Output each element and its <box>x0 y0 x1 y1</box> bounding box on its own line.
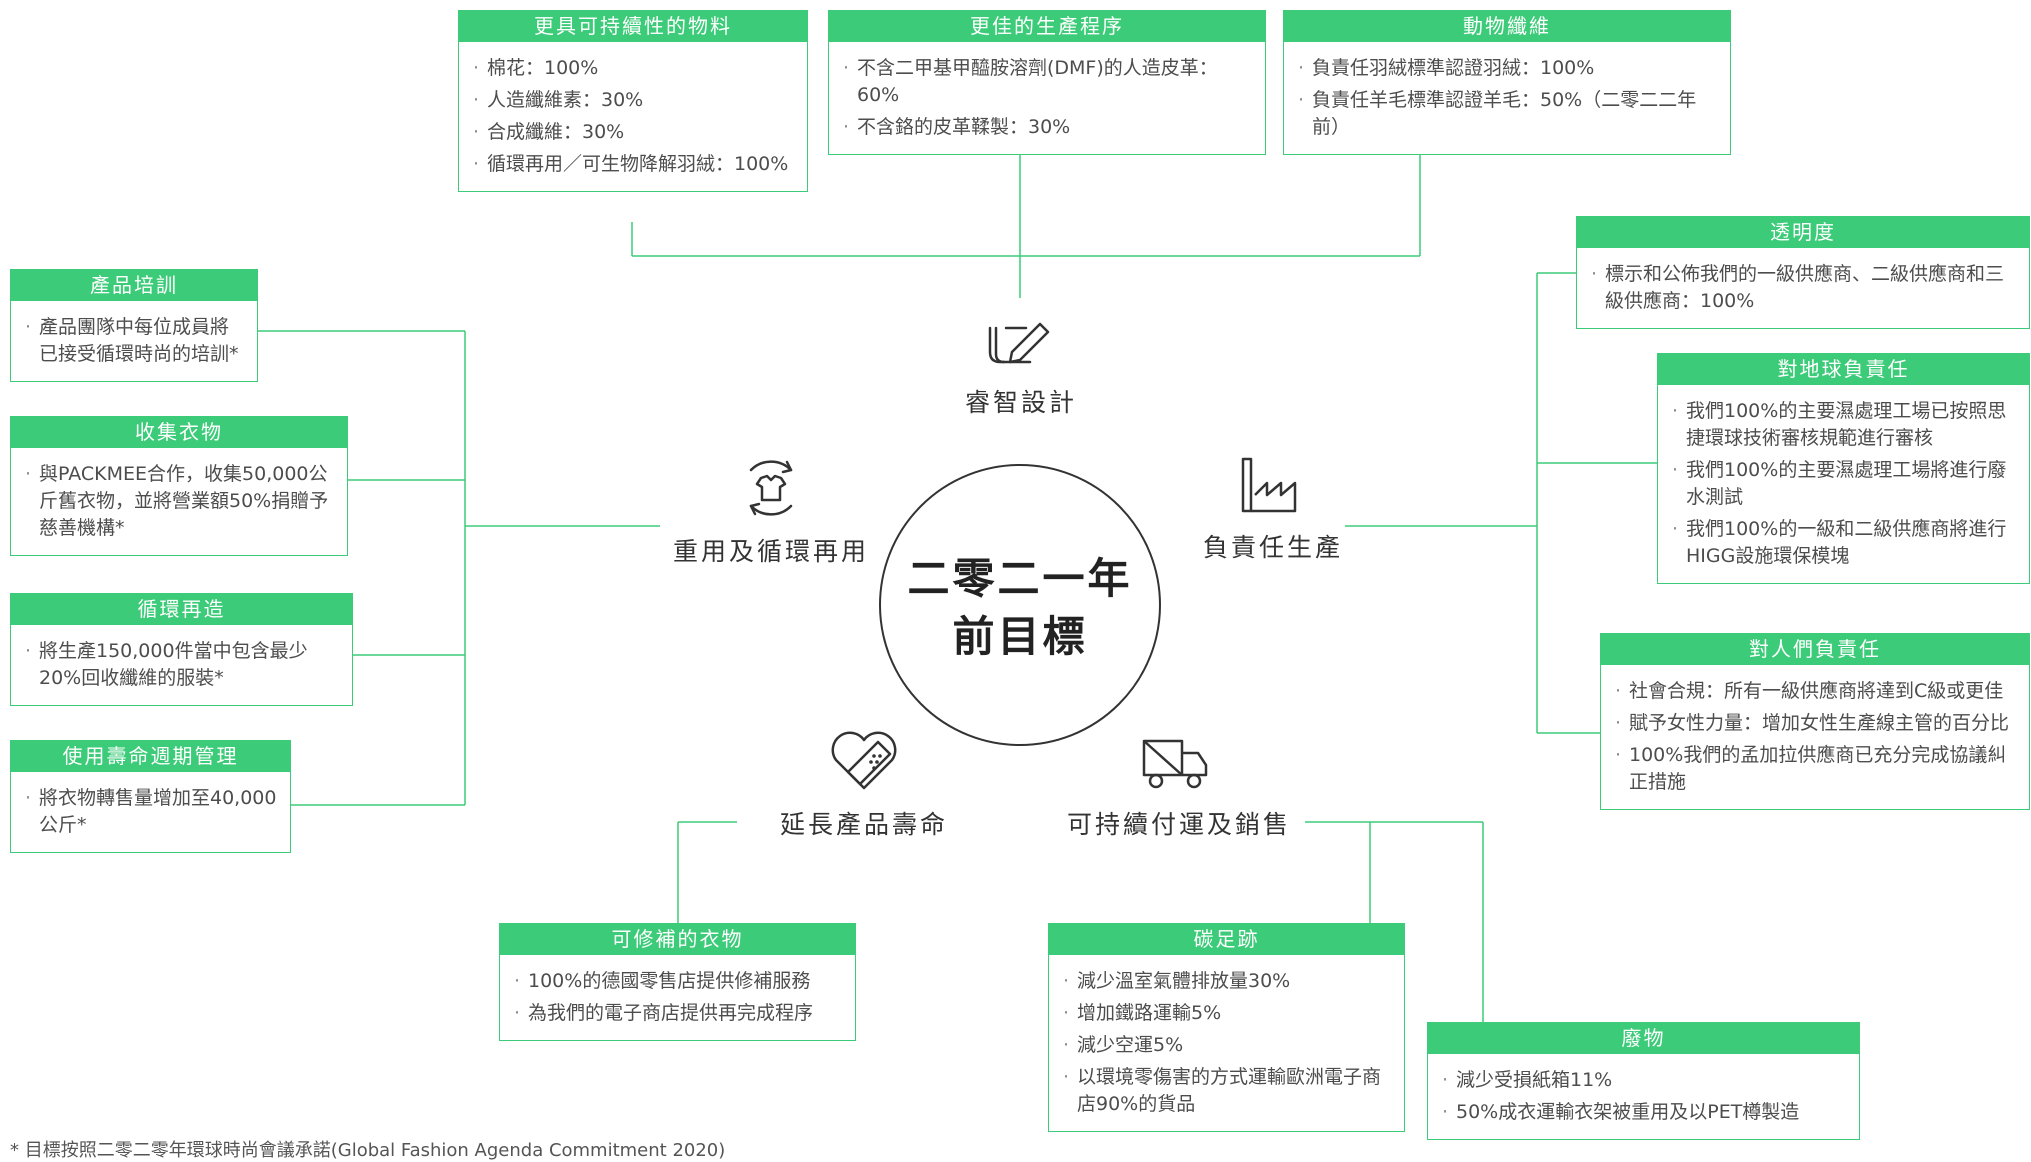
hub-label-reuse: 重用及循環再用 <box>673 537 870 566</box>
list-item: ·100%我們的孟加拉供應商已充分完成協議糾正措施 <box>1615 744 2007 793</box>
list-item: ·合成纖維：30% <box>473 121 625 143</box>
item-text: 棉花：100% <box>487 57 599 79</box>
box-title: 循環再造 <box>11 594 352 625</box>
item-text: 將衣物轉售量增加至40,000公斤* <box>39 787 277 836</box>
center-title-line1: 二零二一年 <box>907 554 1133 603</box>
list-item: ·將生產150,000件當中包含最少20%回收纖維的服裝* <box>25 640 308 689</box>
recycle-shirt-icon <box>749 460 793 516</box>
list-item: ·減少空運5% <box>1063 1034 1184 1056</box>
item-text: 人造纖維素：30% <box>487 89 644 111</box>
box-training: 產品培訓 ·產品團隊中每位成員將已接受循環時尚的培訓* <box>10 269 258 382</box>
pen-and-paper-icon <box>988 322 1050 364</box>
box-carbon: 碳足跡 ·減少溫室氣體排放量30% ·增加鐵路運輸5% ·減少空運5% ·以環境… <box>1048 923 1405 1132</box>
box-title: 可修補的衣物 <box>500 924 855 955</box>
box-waste: 廢物 ·減少受損紙箱11% ·50%成衣運輸衣架被重用及以PET樽製造 <box>1427 1022 1860 1140</box>
item-text: 標示和公佈我們的一級供應商、二級供應商和三級供應商：100% <box>1605 263 2005 312</box>
factory-icon <box>1241 457 1297 513</box>
item-text: 社會合規：所有一級供應商將達到C級或更佳 <box>1629 680 2004 702</box>
box-lifecycle: 使用壽命週期管理 ·將衣物轉售量增加至40,000公斤* <box>10 740 291 853</box>
heart-bandage-icon <box>831 731 897 790</box>
box-repair: 可修補的衣物 ·100%的德國零售店提供修補服務 ·為我們的電子商店提供再完成程… <box>499 923 856 1041</box>
list-item: ·將衣物轉售量增加至40,000公斤* <box>25 787 277 836</box>
list-item: ·減少溫室氣體排放量30% <box>1063 970 1291 992</box>
footnote: * 目標按照二零二零年環球時尚會議承諾(Global Fashion Agend… <box>10 1140 726 1161</box>
item-text: 減少空運5% <box>1077 1034 1184 1056</box>
box-title: 使用壽命週期管理 <box>11 741 290 772</box>
center-circle <box>879 464 1161 746</box>
item-text: 賦予女性力量：增加女性生產線主管的百分比 <box>1629 712 2010 734</box>
list-item: ·不含二甲基甲醯胺溶劑(DMF)的人造皮革：60% <box>843 57 1218 106</box>
list-item: ·100%的德國零售店提供修補服務 <box>514 970 811 992</box>
item-text: 產品團隊中每位成員將已接受循環時尚的培訓* <box>39 316 239 365</box>
box-title: 產品培訓 <box>11 270 257 301</box>
list-item: ·負責任羊毛標準認證羊毛：50%（二零二二年前） <box>1298 89 1697 138</box>
list-item: ·賦予女性力量：增加女性生產線主管的百分比 <box>1615 712 2010 734</box>
box-planet: 對地球負責任 ·我們100%的主要濕處理工場已按照思捷環球技術審核規範進行審核 … <box>1657 353 2030 584</box>
list-item: ·減少受損紙箱11% <box>1442 1069 1613 1091</box>
hub-label-transport: 可持續付運及銷售 <box>1067 810 1292 839</box>
list-item: ·為我們的電子商店提供再完成程序 <box>514 1002 814 1024</box>
item-text: 減少受損紙箱11% <box>1456 1069 1613 1091</box>
item-text: 循環再用／可生物降解羽絨：100% <box>487 153 789 175</box>
hub-label-design: 睿智設計 <box>965 388 1078 417</box>
item-text: 與PACKMEE合作，收集50,000公斤舊衣物，並將營業額50%捐贈予慈善機構… <box>39 463 329 539</box>
item-text: 不含二甲基甲醯胺溶劑(DMF)的人造皮革：60% <box>857 57 1218 106</box>
list-item: ·人造纖維素：30% <box>473 89 644 111</box>
box-animal: 動物纖維 ·負責任羽絨標準認證羽絨：100% ·負責任羊毛標準認證羊毛：50%（… <box>1283 10 1731 155</box>
list-item: ·產品團隊中每位成員將已接受循環時尚的培訓* <box>25 316 239 365</box>
item-text: 我們100%的一級和二級供應商將進行HIGG設施環保模塊 <box>1686 518 2007 567</box>
list-item: ·與PACKMEE合作，收集50,000公斤舊衣物，並將營業額50%捐贈予慈善機… <box>25 463 329 539</box>
box-people: 對人們負責任 ·社會合規：所有一級供應商將達到C級或更佳 ·賦予女性力量：增加女… <box>1600 633 2030 810</box>
center-title-line2: 前目標 <box>952 612 1088 661</box>
box-title: 廢物 <box>1428 1023 1859 1054</box>
item-text: 增加鐵路運輸5% <box>1077 1002 1222 1024</box>
list-item: ·50%成衣運輸衣架被重用及以PET樽製造 <box>1442 1101 1800 1123</box>
item-text: 不含鉻的皮革鞣製：30% <box>857 116 1071 138</box>
box-title: 更具可持續性的物料 <box>459 11 807 42</box>
list-item: ·我們100%的主要濕處理工場已按照思捷環球技術審核規範進行審核 <box>1672 400 2007 449</box>
item-text: 為我們的電子商店提供再完成程序 <box>528 1002 814 1024</box>
list-item: ·社會合規：所有一級供應商將達到C級或更佳 <box>1615 680 2004 702</box>
item-text: 100%我們的孟加拉供應商已充分完成協議糾正措施 <box>1629 744 2007 793</box>
list-item: ·我們100%的主要濕處理工場將進行廢水測試 <box>1672 459 2007 508</box>
item-text: 合成纖維：30% <box>487 121 625 143</box>
box-collect: 收集衣物 ·與PACKMEE合作，收集50,000公斤舊衣物，並將營業額50%捐… <box>10 416 348 556</box>
box-title: 碳足跡 <box>1049 924 1404 955</box>
box-materials: 更具可持續性的物料 ·棉花：100% ·人造纖維素：30% ·合成纖維：30% … <box>458 10 808 192</box>
list-item: ·棉花：100% <box>473 57 599 79</box>
box-title: 收集衣物 <box>11 417 347 448</box>
item-text: 我們100%的主要濕處理工場將進行廢水測試 <box>1686 459 2007 508</box>
box-transparency: 透明度 ·標示和公佈我們的一級供應商、二級供應商和三級供應商：100% <box>1576 216 2030 329</box>
list-item: ·不含鉻的皮革鞣製：30% <box>843 116 1071 138</box>
truck-icon <box>1142 739 1208 789</box>
item-text: 負責任羊毛標準認證羊毛：50%（二零二二年前） <box>1312 89 1697 138</box>
hub-label-production: 負責任生產 <box>1203 533 1344 562</box>
item-text: 將生產150,000件當中包含最少20%回收纖維的服裝* <box>39 640 308 689</box>
item-text: 我們100%的主要濕處理工場已按照思捷環球技術審核規範進行審核 <box>1686 400 2007 449</box>
list-item: ·標示和公佈我們的一級供應商、二級供應商和三級供應商：100% <box>1591 263 2005 312</box>
hub-label-extend: 延長產品壽命 <box>780 810 949 839</box>
box-title: 透明度 <box>1577 217 2029 248</box>
item-text: 減少溫室氣體排放量30% <box>1077 970 1291 992</box>
center-title: 二零二一年 前目標 <box>870 550 1170 666</box>
list-item: ·增加鐵路運輸5% <box>1063 1002 1222 1024</box>
box-process: 更佳的生產程序 ·不含二甲基甲醯胺溶劑(DMF)的人造皮革：60% ·不含鉻的皮… <box>828 10 1266 155</box>
box-title: 更佳的生產程序 <box>829 11 1265 42</box>
box-title: 動物纖維 <box>1284 11 1730 42</box>
item-text: 負責任羽絨標準認證羽絨：100% <box>1312 57 1595 79</box>
item-text: 100%的德國零售店提供修補服務 <box>528 970 811 992</box>
box-title: 對人們負責任 <box>1601 634 2029 665</box>
list-item: ·我們100%的一級和二級供應商將進行HIGG設施環保模塊 <box>1672 518 2007 567</box>
list-item: ·負責任羽絨標準認證羽絨：100% <box>1298 57 1595 79</box>
item-text: 50%成衣運輸衣架被重用及以PET樽製造 <box>1456 1101 1800 1123</box>
box-recycle: 循環再造 ·將生產150,000件當中包含最少20%回收纖維的服裝* <box>10 593 353 706</box>
box-title: 對地球負責任 <box>1658 354 2029 385</box>
list-item: ·以環境零傷害的方式運輸歐洲電子商店90%的貨品 <box>1063 1066 1382 1115</box>
item-text: 以環境零傷害的方式運輸歐洲電子商店90%的貨品 <box>1077 1066 1382 1115</box>
list-item: ·循環再用／可生物降解羽絨：100% <box>473 153 789 175</box>
